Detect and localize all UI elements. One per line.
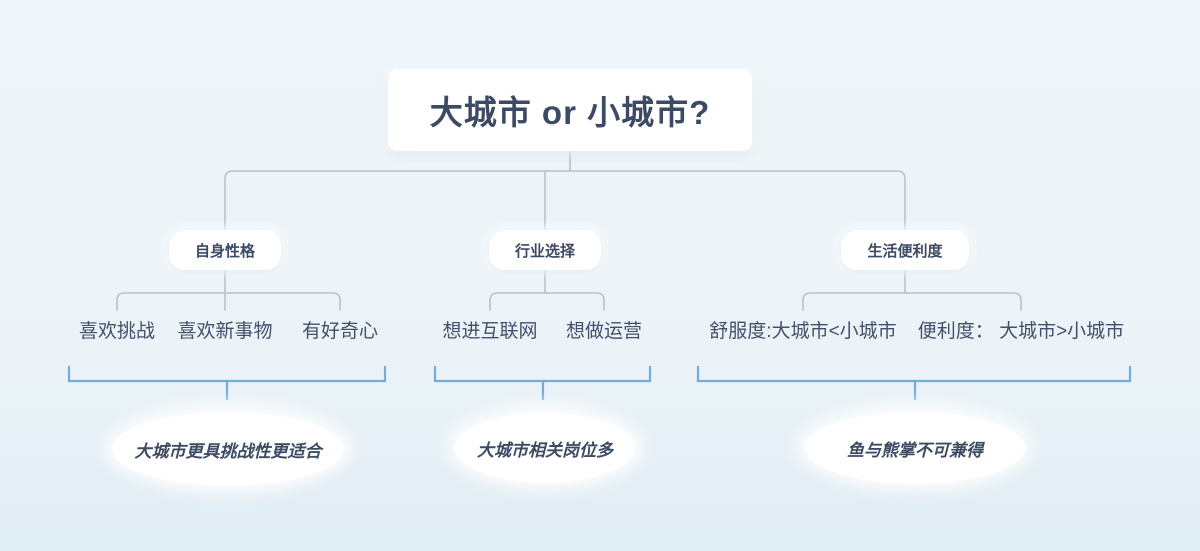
bracket-convenience (696, 365, 1132, 401)
branch-node-personality: 自身性格 (169, 230, 281, 270)
connector-branch-personality (116, 269, 341, 311)
connector-branch-convenience (802, 269, 1022, 311)
root-node-card: 大城市 or 小城市? (388, 69, 752, 151)
conclusion-text: 鱼与熊掌不可兼得 (847, 440, 983, 460)
branch-node-industry: 行业选择 (489, 230, 601, 270)
branch-node-convenience: 生活便利度 (841, 230, 969, 270)
connector-branch-industry (489, 269, 605, 311)
conclusion-text: 大城市相关岗位多 (477, 440, 613, 460)
bracket-personality (67, 365, 387, 401)
branch-label: 生活便利度 (867, 242, 943, 260)
bracket-industry (433, 365, 652, 401)
conclusion-text: 大城市更具挑战性更适合 (134, 441, 322, 461)
branch-label: 自身性格 (194, 242, 255, 260)
leaf-text: 喜欢挑战 (78, 321, 155, 342)
leaf-text: 想进互联网 (442, 321, 538, 342)
leaf-text: 有好奇心 (301, 321, 378, 342)
conclusion-ellipse-industry: 大城市相关岗位多 (455, 413, 635, 483)
leaf-text: 舒服度:大城市<小城市 (709, 321, 897, 342)
conclusion-ellipse-convenience: 鱼与熊掌不可兼得 (805, 412, 1025, 484)
conclusion-ellipse-personality: 大城市更具挑战性更适合 (112, 412, 344, 486)
leaf-text: 便利度： 大城市>小城市 (917, 321, 1125, 342)
leaf-text: 喜欢新事物 (177, 321, 273, 342)
root-node-title: 大城市 or 小城市? (429, 94, 711, 131)
connector-trunk (224, 170, 906, 233)
branch-label: 行业选择 (514, 242, 575, 260)
leaf-text: 想做运营 (565, 321, 642, 342)
